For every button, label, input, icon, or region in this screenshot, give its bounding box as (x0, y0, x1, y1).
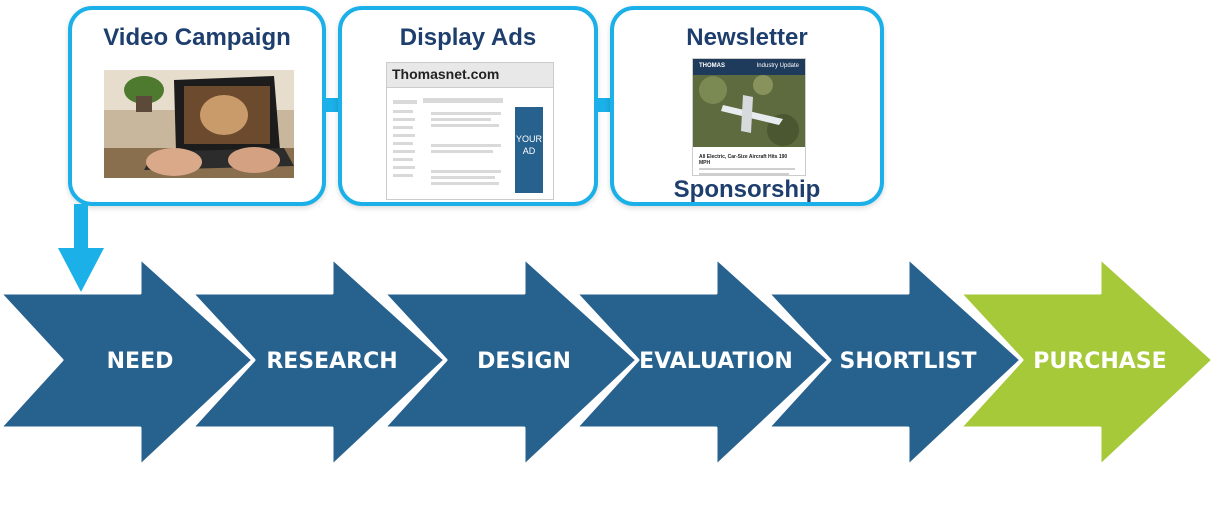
newsletter-headline: All Electric, Car-Size Aircraft Hits 190… (699, 154, 788, 166)
stage-label-purchase: PURCHASE (1033, 349, 1166, 374)
newsletter-header: THOMAS Industry Update (693, 59, 805, 75)
display-ads-card: Display Ads Thomasnet.com YOUR AD (338, 6, 598, 206)
newsletter-mockup: THOMAS Industry Update All Electric, Car… (692, 58, 806, 176)
ad-label-line1: YOUR (515, 134, 542, 144)
video-campaign-title: Video Campaign (103, 24, 291, 51)
plant-icon (124, 76, 164, 104)
newsletter-card: Newsletter THOMAS Industry Update All El… (610, 6, 884, 206)
stage-label-shortlist: SHORTLIST (840, 349, 977, 374)
down-arrow-icon (58, 204, 104, 292)
connector-2 (596, 98, 614, 112)
stage-label-need: NEED (107, 349, 174, 374)
newsletter-issue: Industry Update (756, 63, 799, 69)
aircraft-photo (693, 75, 805, 147)
newsletter-subtitle: Sponsorship (673, 176, 821, 203)
site-header: Thomasnet.com (387, 63, 553, 88)
hand-left (146, 148, 202, 176)
stage-label-evaluation: EVALUATION (639, 349, 793, 374)
newsletter-title: Newsletter (686, 24, 808, 51)
stage-arrow-shortlist (766, 256, 1023, 468)
site-label: Thomasnet.com (392, 66, 500, 82)
stage-arrow-design (382, 256, 639, 468)
newsletter-text-lines (699, 168, 795, 175)
stage-arrow-need (0, 256, 255, 468)
laptop-video-image (104, 70, 294, 178)
video-campaign-card: Video Campaign (68, 6, 326, 206)
connector-1 (324, 98, 342, 112)
stage-arrow-research (190, 256, 447, 468)
ad-label-line2: AD (522, 146, 536, 156)
ad-banner: YOUR AD (515, 107, 543, 193)
display-ads-title: Display Ads (399, 24, 537, 51)
stage-arrow-purchase (958, 256, 1215, 468)
newsletter-brand: THOMAS (699, 63, 725, 69)
stage-arrow-evaluation (574, 256, 831, 468)
hand-right (228, 147, 280, 173)
website-mockup: Thomasnet.com YOUR AD (386, 62, 554, 200)
stage-label-research: RESEARCH (266, 349, 397, 374)
page-lines (393, 98, 503, 185)
stage-label-design: DESIGN (477, 349, 571, 374)
